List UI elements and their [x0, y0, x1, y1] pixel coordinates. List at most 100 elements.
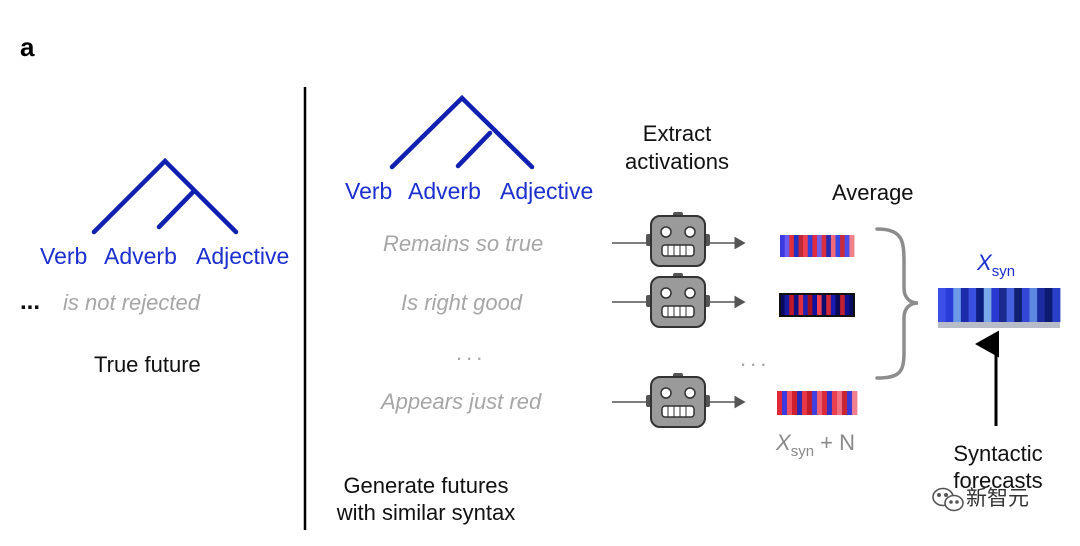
extract-label-line2: activations	[625, 149, 729, 174]
strip-cell	[826, 294, 832, 316]
strip-cell	[827, 391, 833, 415]
strip-cell	[953, 288, 962, 322]
result-var: X	[977, 250, 992, 275]
strip-cell	[976, 288, 985, 322]
strip-cell	[822, 391, 828, 415]
strip-cell	[793, 294, 799, 316]
strip-cell	[835, 235, 841, 257]
strip-cell	[999, 288, 1008, 322]
strip-cell	[968, 288, 977, 322]
strip-cell	[840, 235, 846, 257]
strip-cell	[1037, 288, 1046, 322]
strip-cell	[1052, 288, 1061, 322]
strip-cell	[1021, 288, 1030, 322]
syntactic-forecasts-caption: Syntactic forecasts	[936, 440, 1060, 494]
right-tree-sub-branch	[455, 130, 493, 169]
strip-cell	[798, 235, 804, 257]
right-pos-adjective: Adjective	[500, 178, 594, 204]
noise-suffix: + N	[814, 430, 855, 455]
generate-line2: with similar syntax	[336, 500, 516, 525]
strip-cell	[847, 391, 853, 415]
strip-cell	[830, 235, 836, 257]
future-sentence-1: Remains so true	[383, 231, 544, 256]
strip-cell	[817, 294, 823, 316]
strip-cell	[849, 294, 855, 316]
strip-cell	[812, 294, 818, 316]
wechat-logo-icon	[932, 487, 964, 512]
strip-cell	[852, 391, 858, 415]
forecast-line1: Syntactic	[953, 441, 1043, 466]
strip-cell	[780, 235, 786, 257]
strip-cell	[1006, 288, 1015, 322]
strip-cell	[960, 288, 969, 322]
strip-border	[779, 293, 855, 317]
future-ellipsis: ...	[456, 340, 487, 365]
strip-cell	[797, 391, 803, 415]
result-label: Xsyn	[977, 250, 1016, 280]
average-label: Average	[832, 180, 914, 205]
strip-cell	[793, 235, 799, 257]
extract-label-line1: Extract	[642, 121, 712, 146]
average-bracket	[875, 227, 919, 380]
strip-cell	[835, 294, 841, 316]
strip-cell	[817, 235, 823, 257]
strip-cell	[821, 294, 827, 316]
strip-cell	[803, 235, 809, 257]
panel-label: a	[20, 32, 35, 62]
strip-cell	[844, 294, 850, 316]
strip-cell	[807, 294, 813, 316]
strip-cell	[830, 294, 836, 316]
strip-cell	[803, 294, 809, 316]
strip-cell	[787, 391, 793, 415]
watermark-text: 新智元	[966, 487, 1029, 510]
forecast-line2: forecasts	[953, 468, 1043, 493]
strip-cell	[792, 391, 798, 415]
strip-cell	[826, 235, 832, 257]
left-continuation: is not rejected	[63, 290, 200, 315]
strip-cell	[802, 391, 808, 415]
strip-cell	[784, 235, 790, 257]
activation-strip-1	[780, 235, 855, 257]
right-pos-verb: Verb	[345, 178, 393, 204]
strip-cell	[849, 235, 855, 257]
strip-cell	[842, 391, 848, 415]
right-pos-adverb: Adverb	[408, 178, 481, 204]
left-ellipsis: ...	[20, 288, 41, 315]
robot-icon	[646, 373, 710, 428]
strip-cell	[817, 391, 823, 415]
strip-cell	[807, 235, 813, 257]
strip-cell	[777, 391, 783, 415]
strip-cell	[832, 391, 838, 415]
flow-arrows	[612, 236, 746, 409]
left-pos-adjective: Adjective	[196, 243, 290, 269]
noise-var: X	[776, 430, 791, 455]
generate-futures-caption: Generate futures with similar syntax	[316, 472, 536, 526]
activation-strip-2	[779, 293, 855, 317]
strip-cell	[780, 294, 786, 316]
strip-cell	[840, 294, 846, 316]
strip-cell	[821, 235, 827, 257]
strip-cell	[1029, 288, 1038, 322]
left-syntax-tree	[91, 157, 239, 235]
strip-cell	[782, 391, 788, 415]
strip-cell	[837, 391, 843, 415]
left-pos-verb: Verb	[40, 243, 88, 269]
future-sentence-2: Is right good	[401, 290, 523, 315]
strip-base	[938, 320, 1060, 328]
right-tree-main-branch	[389, 94, 535, 170]
right-syntax-tree	[389, 94, 535, 170]
extract-activations-label: Extract activations	[612, 120, 742, 176]
strip-ellipsis: ...	[740, 346, 771, 371]
noise-sub: syn	[790, 443, 815, 460]
left-tree-main-branch	[91, 157, 239, 235]
noise-formula: Xsyn + N	[776, 430, 855, 460]
averaged-strip	[938, 288, 1061, 328]
strip-cell	[1044, 288, 1053, 322]
left-tree-sub-branch	[156, 189, 196, 230]
result-sub: syn	[991, 263, 1016, 280]
strip-cell	[1014, 288, 1023, 322]
strip-cell	[812, 235, 818, 257]
left-pos-adverb: Adverb	[104, 243, 177, 269]
